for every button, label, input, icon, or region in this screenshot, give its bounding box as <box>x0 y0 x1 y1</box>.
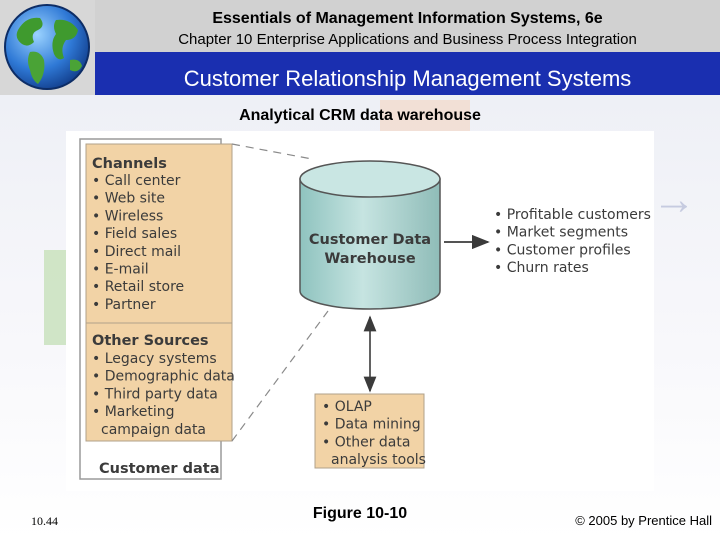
crm-diagram: Channels • Call center • Web site• Wirele… <box>66 131 654 491</box>
figure-label: Figure 10-10 <box>312 505 408 522</box>
other-source-item: • Third party data <box>92 386 218 402</box>
figure-subtitle: Analytical CRM data warehouse <box>239 107 481 124</box>
analysis-tool-item: • Other data <box>322 434 410 450</box>
chapter-title: Chapter 10 Enterprise Applications and B… <box>178 31 637 48</box>
channel-item: • Field sales <box>92 226 177 242</box>
other-source-item: • Marketing <box>92 404 174 420</box>
other-source-item: • Legacy systems <box>92 351 217 367</box>
channels-heading: Channels <box>92 156 167 172</box>
data-warehouse-cylinder <box>299 160 441 310</box>
page-number: 10.44 <box>31 514 58 528</box>
connector-bottom <box>231 310 329 442</box>
output-item: • Profitable customers <box>494 207 651 223</box>
output-item: • Churn rates <box>494 260 589 276</box>
analysis-tool-item: • OLAP <box>322 399 372 415</box>
analysis-tools-box <box>314 393 425 469</box>
warehouse-label-line1: Customer Data <box>309 232 431 248</box>
output-item: • Market segments <box>494 225 628 241</box>
other-sources-heading: Other Sources <box>92 333 209 349</box>
customer-data-label: Customer data <box>99 461 220 477</box>
background-arrow-icon: → <box>652 175 696 224</box>
channel-item: • Retail store <box>92 279 184 295</box>
header-slide-title-band <box>95 52 720 95</box>
channel-item: • E-mail <box>92 262 149 278</box>
sources-panel <box>85 143 233 442</box>
analysis-tool-item: analysis tools <box>331 452 426 468</box>
header-title-band <box>95 0 720 52</box>
channel-list: • Call center • Web site• Wireless • Field… <box>92 173 184 313</box>
analysis-tools-list: • OLAP • Data mining• Other data analysis … <box>322 399 426 468</box>
warehouse-label-line2: Warehouse <box>324 251 415 267</box>
channel-item: • Wireless <box>92 208 163 224</box>
channel-item: • Web site <box>92 191 165 207</box>
outputs-list: • Profitable customers• Market segments•… <box>494 207 651 276</box>
other-sources-list: • Legacy systems • Demographic data• Thir… <box>92 351 235 438</box>
analysis-tool-item: • Data mining <box>322 417 421 433</box>
channel-item: • Call center <box>92 173 181 189</box>
globe-icon <box>4 4 90 90</box>
other-source-item: • Demographic data <box>92 369 235 385</box>
slide-title: Customer Relationship Management Systems <box>183 66 632 91</box>
slide-header: Essentials of Management Information Sys… <box>0 0 720 95</box>
crm-diagram-svg: Channels • Call center • Web site• Wirele… <box>79 138 651 480</box>
copyright: © 2005 by Prentice Hall <box>575 513 712 528</box>
channel-item: • Direct mail <box>92 244 181 260</box>
book-title: Essentials of Management Information Sys… <box>212 10 603 27</box>
other-source-item: campaign data <box>101 422 206 438</box>
output-item: • Customer profiles <box>494 242 631 258</box>
channel-item: • Partner <box>92 297 156 313</box>
globe-logo <box>0 0 95 95</box>
connector-top <box>231 143 313 160</box>
